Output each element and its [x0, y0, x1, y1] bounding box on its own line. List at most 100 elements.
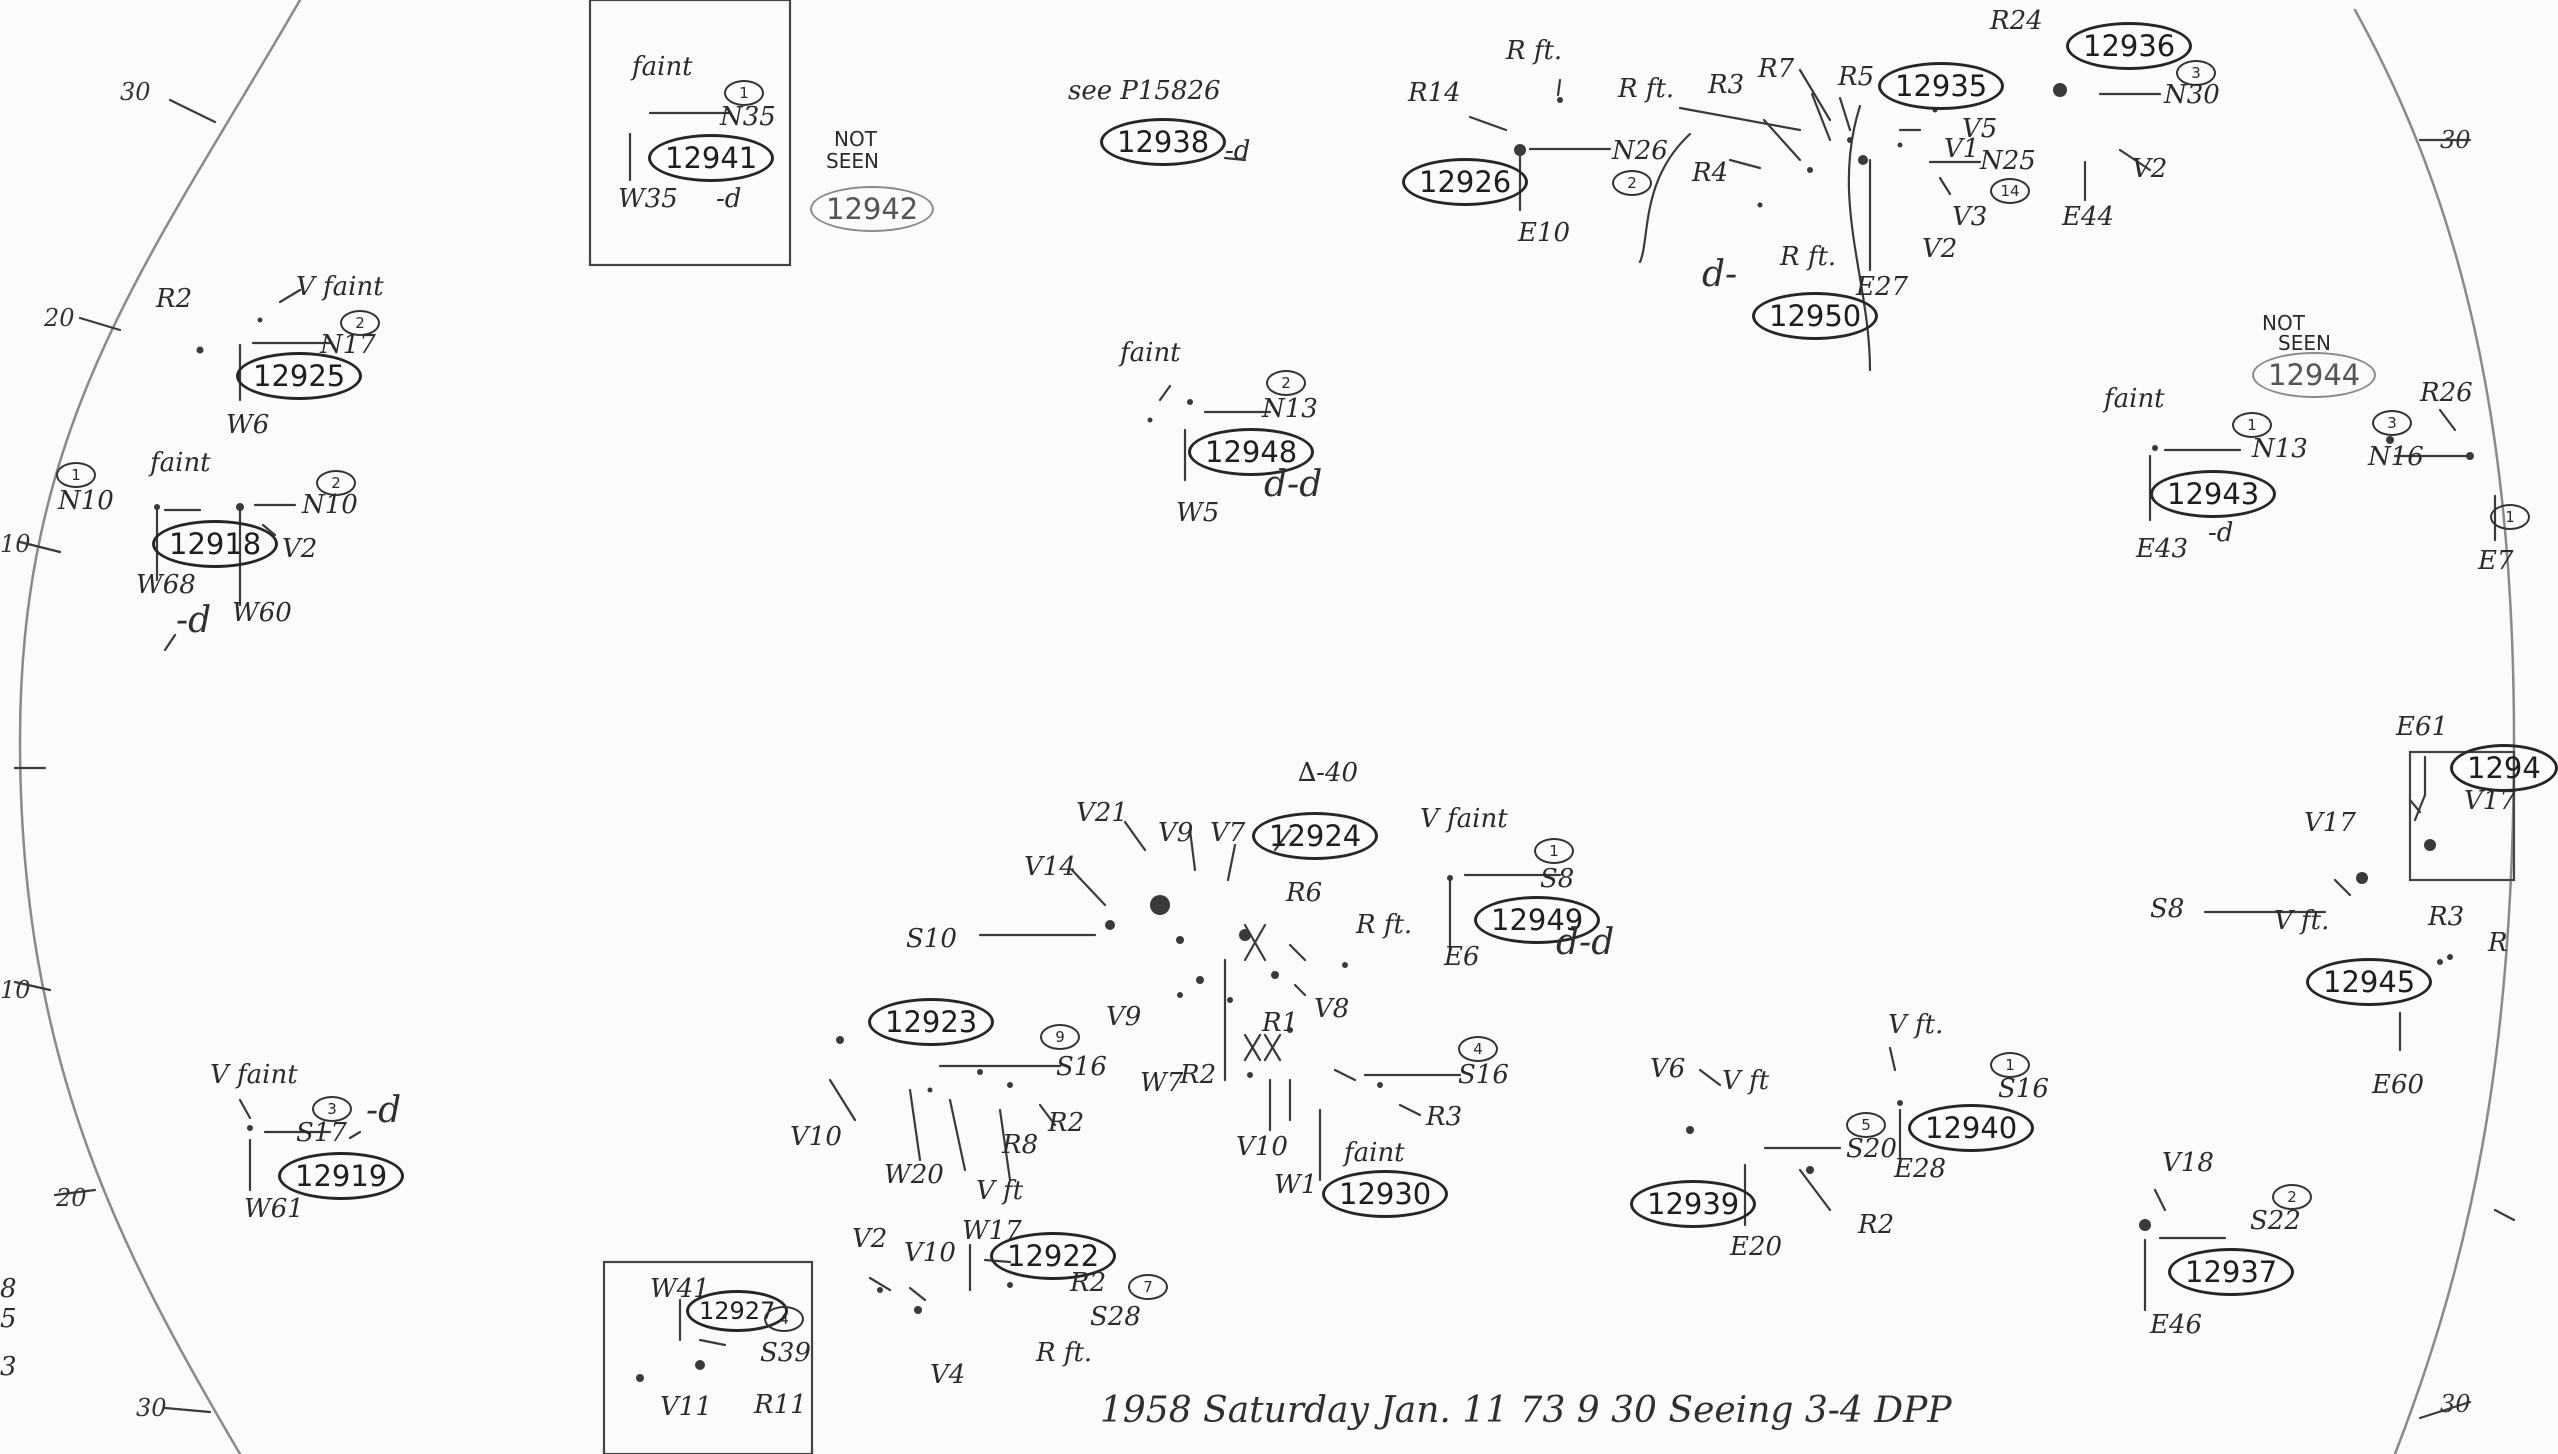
star-label: V17: [2464, 786, 2516, 816]
object-number: 12918: [152, 520, 279, 568]
star-label: V faint: [210, 1060, 298, 1090]
star-label: V2: [2132, 154, 2168, 184]
not-seen-note: NOT: [834, 127, 877, 151]
star-label: E43: [2136, 534, 2189, 564]
star-label: R3: [1708, 70, 1745, 100]
star-label: N35: [720, 102, 776, 132]
star-label: E46: [2150, 1310, 2203, 1340]
star-label: R8: [1002, 1130, 1039, 1160]
star-label: N13: [1262, 394, 1318, 424]
star-label: N13: [2252, 434, 2308, 464]
circled-count: 1: [1990, 1052, 2030, 1078]
star-label: V14: [1024, 852, 1076, 882]
margin-number: 5: [0, 1304, 17, 1334]
object-number: 12941: [648, 134, 775, 182]
object-number: 12922: [990, 1232, 1117, 1280]
edge-mark: 10: [0, 976, 31, 1004]
star-label: V ft: [1722, 1066, 1770, 1096]
star-label: R5: [1838, 62, 1875, 92]
star-label: N25: [1980, 146, 2036, 176]
star-label: N10: [302, 490, 358, 520]
star-label: S20: [1846, 1134, 1897, 1164]
object-number: 12940: [1908, 1104, 2035, 1152]
star-label: faint: [2104, 384, 2165, 414]
circled-count: 2: [340, 310, 380, 336]
circled-count: 2: [316, 470, 356, 496]
object-number: 12937: [2168, 1248, 2295, 1296]
circled-count: 4: [764, 1306, 804, 1332]
edge-mark: 10: [0, 530, 31, 558]
object-number: 12926: [1402, 158, 1529, 206]
star-label: R7: [1758, 54, 1795, 84]
object-number: 12945: [2306, 958, 2433, 1006]
star-label: R ft.: [1036, 1338, 1093, 1368]
circled-count: 5: [1846, 1112, 1886, 1138]
star-label: d-d: [1556, 922, 1615, 963]
star-label: R26: [2420, 378, 2473, 408]
star-label: V5: [1962, 114, 1998, 144]
circled-count: 14: [1990, 178, 2030, 204]
star-label: E27: [1856, 272, 1909, 302]
edge-mark: 20: [44, 304, 75, 332]
star-label: V10: [790, 1122, 842, 1152]
star-label: V2: [852, 1224, 888, 1254]
not-seen-note: NOT: [2262, 311, 2305, 335]
circled-count: 1: [1534, 838, 1574, 864]
object-number: 12924: [1252, 812, 1379, 860]
circled-count: 9: [1040, 1024, 1080, 1050]
star-label: E20: [1730, 1232, 1783, 1262]
object-number: 12943: [2150, 470, 2277, 518]
star-label: W60: [232, 598, 292, 628]
star-label: E7: [2478, 546, 2514, 576]
star-label: R2: [1858, 1210, 1895, 1240]
object-number: 12942: [810, 186, 935, 232]
star-label: W35: [618, 184, 678, 214]
margin-number: 3: [0, 1352, 17, 1382]
circled-count: 3: [2176, 60, 2216, 86]
star-label: E44: [2062, 202, 2115, 232]
star-label: N26: [1612, 136, 1668, 166]
star-label: S28: [1090, 1302, 1141, 1332]
star-label: R2: [156, 284, 193, 314]
star-label: V9: [1158, 818, 1194, 848]
star-label: V1: [1944, 134, 1980, 164]
circled-count: 1: [56, 462, 96, 488]
star-label: -d: [176, 600, 212, 641]
star-label: N10: [58, 486, 114, 516]
circled-count: 1: [2490, 504, 2530, 530]
star-label: V ft.: [1888, 1010, 1944, 1040]
star-label: E61: [2396, 712, 2449, 742]
star-label: d-: [1702, 254, 1738, 295]
star-label: R3: [2428, 902, 2465, 932]
star-label: S17: [296, 1118, 347, 1148]
star-label: -d: [716, 184, 742, 214]
star-label: S16: [1458, 1060, 1509, 1090]
star-label: W20: [884, 1160, 944, 1190]
star-label: E6: [1444, 942, 1480, 972]
circled-count: 3: [2372, 410, 2412, 436]
star-label: S22: [2250, 1206, 2301, 1236]
star-label: R: [2488, 928, 2508, 958]
object-number: 12944: [2252, 352, 2377, 398]
star-label: R ft.: [1506, 36, 1563, 66]
circled-count: 2: [2272, 1184, 2312, 1210]
star-label: V6: [1650, 1054, 1686, 1084]
object-number: 12925: [236, 352, 363, 400]
object-number: 12948: [1188, 428, 1315, 476]
star-label: R6: [1286, 878, 1323, 908]
star-label: V3: [1952, 202, 1988, 232]
star-label: R4: [1692, 158, 1729, 188]
star-label: W7: [1140, 1068, 1184, 1098]
star-label: V9: [1106, 1002, 1142, 1032]
margin-number: 8: [0, 1274, 17, 1304]
star-label: N16: [2368, 442, 2424, 472]
circled-count: 7: [1128, 1274, 1168, 1300]
star-label: -d: [1225, 136, 1251, 166]
star-label: W61: [244, 1194, 304, 1224]
star-label: R24: [1990, 6, 2043, 36]
object-number: 12930: [1322, 1170, 1449, 1218]
object-number: 12939: [1630, 1180, 1757, 1228]
star-label: R2: [1070, 1268, 1107, 1298]
star-label: V2: [282, 534, 318, 564]
star-label: R ft.: [1356, 910, 1413, 940]
